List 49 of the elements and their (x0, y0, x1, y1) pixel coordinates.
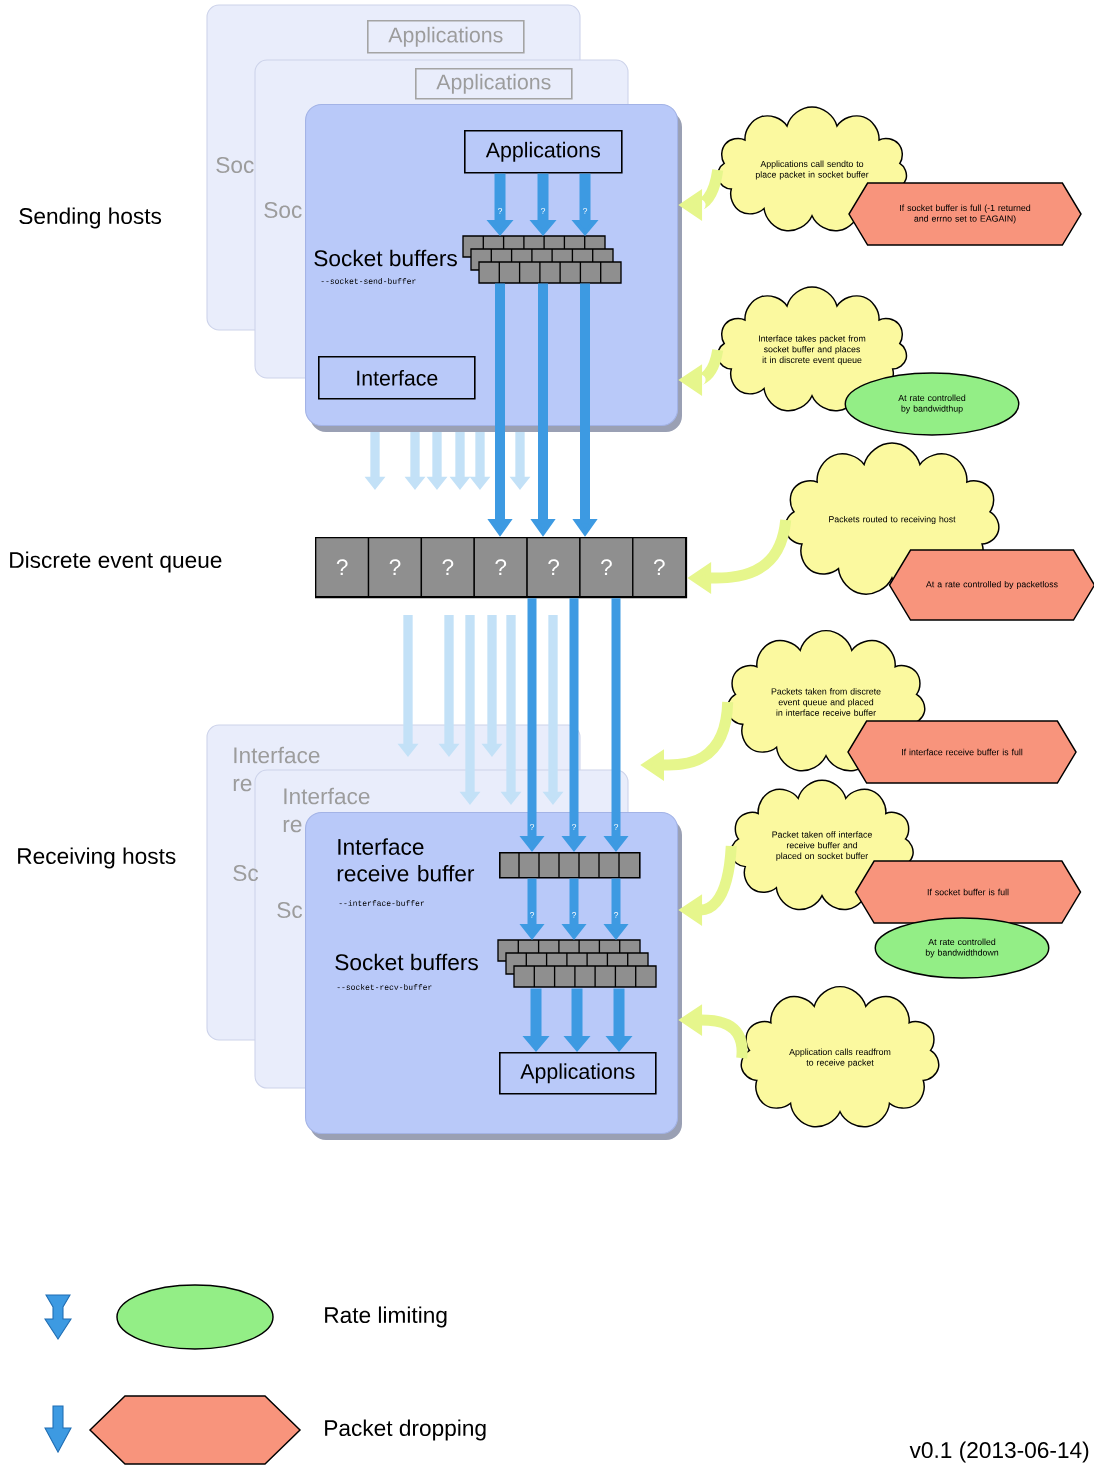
edge-label: ? (571, 823, 577, 831)
faded-text: re (283, 819, 302, 833)
queue-cell: ? (315, 537, 370, 598)
option-label: --socket-send-buffer (321, 278, 416, 284)
label-box: Applications (499, 1052, 657, 1095)
section-label: Sending hosts (19, 207, 162, 229)
queue-cell: ? (367, 537, 423, 598)
note-cloud: Application calls readfrom to receive packet (740, 985, 940, 1128)
ellipse-note: At rate controlled by bandwidthup (844, 372, 1020, 436)
edge-label: ? (582, 207, 588, 215)
faded-text: Interface (234, 746, 320, 764)
faded-text: Interface (284, 787, 370, 805)
faded-text: Sc (233, 865, 259, 882)
section-label: Discrete event queue (10, 551, 222, 573)
queue-cell: ? (579, 537, 634, 598)
edge-label: ? (529, 911, 535, 919)
legend-label: Rate limiting (325, 1306, 447, 1328)
section-label: Receiving hosts (18, 847, 176, 869)
legend-label: Packet dropping (325, 1419, 486, 1441)
hexagon-note: If socket buffer is full (-1 returned and errno set to EAGAIN) (848, 182, 1082, 246)
option-label: --socket-recv-buffer (337, 984, 432, 990)
edge-label: ? (613, 823, 619, 831)
buffer-label: Socket buffers (335, 953, 478, 971)
label-box: Applications (464, 130, 623, 174)
ellipse-note: At rate controlled by bandwidthdown (874, 917, 1050, 979)
queue-cell: ? (420, 537, 475, 598)
edge-label: ? (613, 911, 619, 919)
buffer-label: Socket buffers (314, 249, 457, 267)
label-box: Applications (367, 20, 525, 54)
edge-label: ? (497, 207, 503, 215)
queue-cell: ? (473, 537, 528, 598)
option-label: --interface-buffer (339, 900, 424, 906)
hexagon-note: If interface receive buffer is full (847, 720, 1077, 784)
faded-text: re (233, 778, 252, 792)
section-label: v0.1 (2013-06-14) (909, 1441, 1089, 1463)
hexagon-note: If socket buffer is full (854, 860, 1082, 924)
hexagon-note: At a rate controlled by packetloss (888, 549, 1094, 621)
faded-text: Soc (216, 157, 254, 174)
buffer-label: Interface receive buffer (337, 838, 475, 882)
edge-label: ? (529, 823, 535, 831)
label-box: Interface (318, 356, 476, 400)
label-box: Applications (415, 68, 573, 100)
edge-label: ? (540, 207, 546, 215)
queue-cell: ? (526, 537, 581, 598)
faded-text: Sc (277, 902, 303, 919)
queue-cell: ? (632, 537, 687, 598)
faded-text: Soc (264, 202, 302, 219)
note-cloud: Packet taken off interface receive buffer and placed on socket buffer (730, 779, 914, 911)
edge-label: ? (571, 911, 577, 919)
